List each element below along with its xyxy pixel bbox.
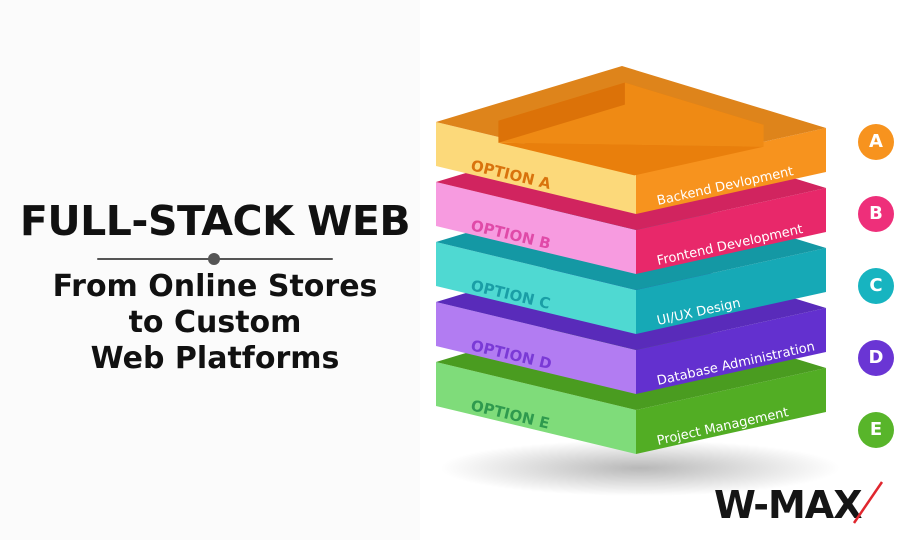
layer-b-right-face xyxy=(636,188,826,274)
top-tray-left-wall xyxy=(498,82,625,143)
logo-text: W-MAX xyxy=(714,483,862,526)
subtitle-line-2: to Custom xyxy=(128,305,302,340)
badge-c-letter: C xyxy=(869,275,883,296)
divider-dot xyxy=(208,253,220,265)
stack-shadow xyxy=(440,440,840,496)
title-divider xyxy=(97,253,333,265)
layer-e-right-face xyxy=(636,368,826,454)
page-title: FULL-STACK WEB xyxy=(19,197,411,245)
badge-b-letter: B xyxy=(869,203,883,224)
layer-d-right-face xyxy=(636,308,826,394)
layer-a-right-face xyxy=(636,128,826,214)
top-tray-floor xyxy=(498,142,764,176)
badge-e: E xyxy=(858,412,894,448)
badge-d: D xyxy=(858,340,894,376)
layer-d-left-face xyxy=(436,302,636,394)
heading-block: FULL-STACK WEB From Online Stores to Cus… xyxy=(0,195,430,377)
top-tray-back-wall xyxy=(498,82,764,147)
badge-a: A xyxy=(858,124,894,160)
badge-c: C xyxy=(858,268,894,304)
badge-d-letter: D xyxy=(868,347,884,368)
w-max-logo: W-MAX xyxy=(714,481,884,526)
badge-a-letter: A xyxy=(869,131,883,152)
layer-c-right-face xyxy=(636,248,826,334)
subtitle-line-3: Web Platforms xyxy=(90,341,340,376)
layer-c-left-face xyxy=(436,242,636,334)
subtitle-line-1: From Online Stores xyxy=(52,269,378,304)
layer-e-left-face xyxy=(436,362,636,454)
badge-e-letter: E xyxy=(869,419,883,440)
layer-b-left-face xyxy=(436,182,636,274)
logo-accent-stroke xyxy=(852,481,884,524)
badge-b: B xyxy=(858,196,894,232)
layer-a-left-face xyxy=(436,122,636,214)
